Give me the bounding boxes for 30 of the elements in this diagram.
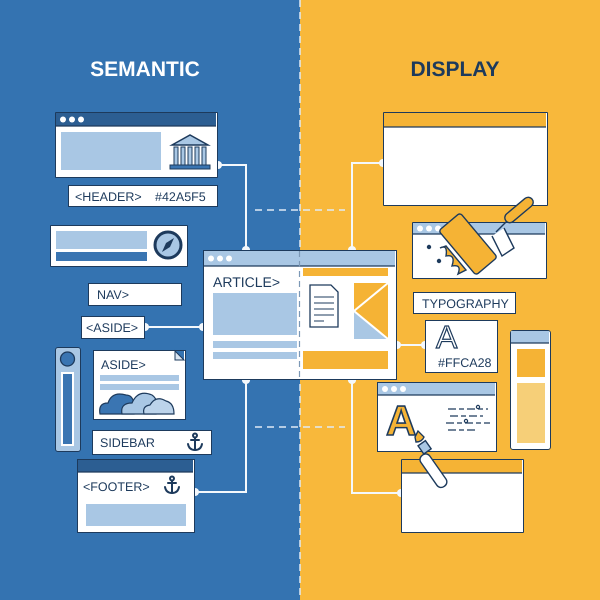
tag-name: <FOOTER>: [83, 481, 150, 494]
letter-glyph: A: [386, 400, 416, 442]
sidebar-bar: [510, 330, 551, 450]
color-code: #42A5F5: [155, 191, 206, 204]
browser-window: [203, 250, 397, 380]
tag-label-box: [92, 430, 212, 455]
tag-label-box: [88, 283, 182, 306]
tag-name: NAV>: [97, 289, 130, 302]
color-code: #FFCA28: [438, 357, 492, 370]
tag-name: SIDEBAR: [100, 437, 155, 450]
browser-window: [383, 112, 548, 206]
document-card: [93, 350, 186, 420]
letter-glyph: A: [436, 321, 458, 353]
browser-window: [55, 112, 218, 178]
sidebar-bar: [55, 347, 81, 452]
tag-label-box: [413, 292, 516, 314]
tag-label-box: [81, 316, 145, 339]
tag-name: ARTICLE>: [213, 275, 280, 289]
tag-name: <HEADER>: [75, 191, 142, 204]
tag-name: TYPOGRAPHY: [422, 298, 509, 310]
tag-name: ASIDE>: [101, 359, 146, 372]
tag-label-box: [68, 185, 218, 207]
browser-window: [401, 459, 524, 533]
nav-bar-window: [50, 225, 188, 267]
section-heading: DISPLAY: [410, 58, 500, 82]
browser-window: [77, 459, 195, 533]
browser-window: [377, 382, 497, 452]
color-swatch-card: [425, 320, 498, 373]
section-heading: SEMANTIC: [90, 58, 200, 82]
tag-name: <ASIDE>: [86, 322, 138, 334]
